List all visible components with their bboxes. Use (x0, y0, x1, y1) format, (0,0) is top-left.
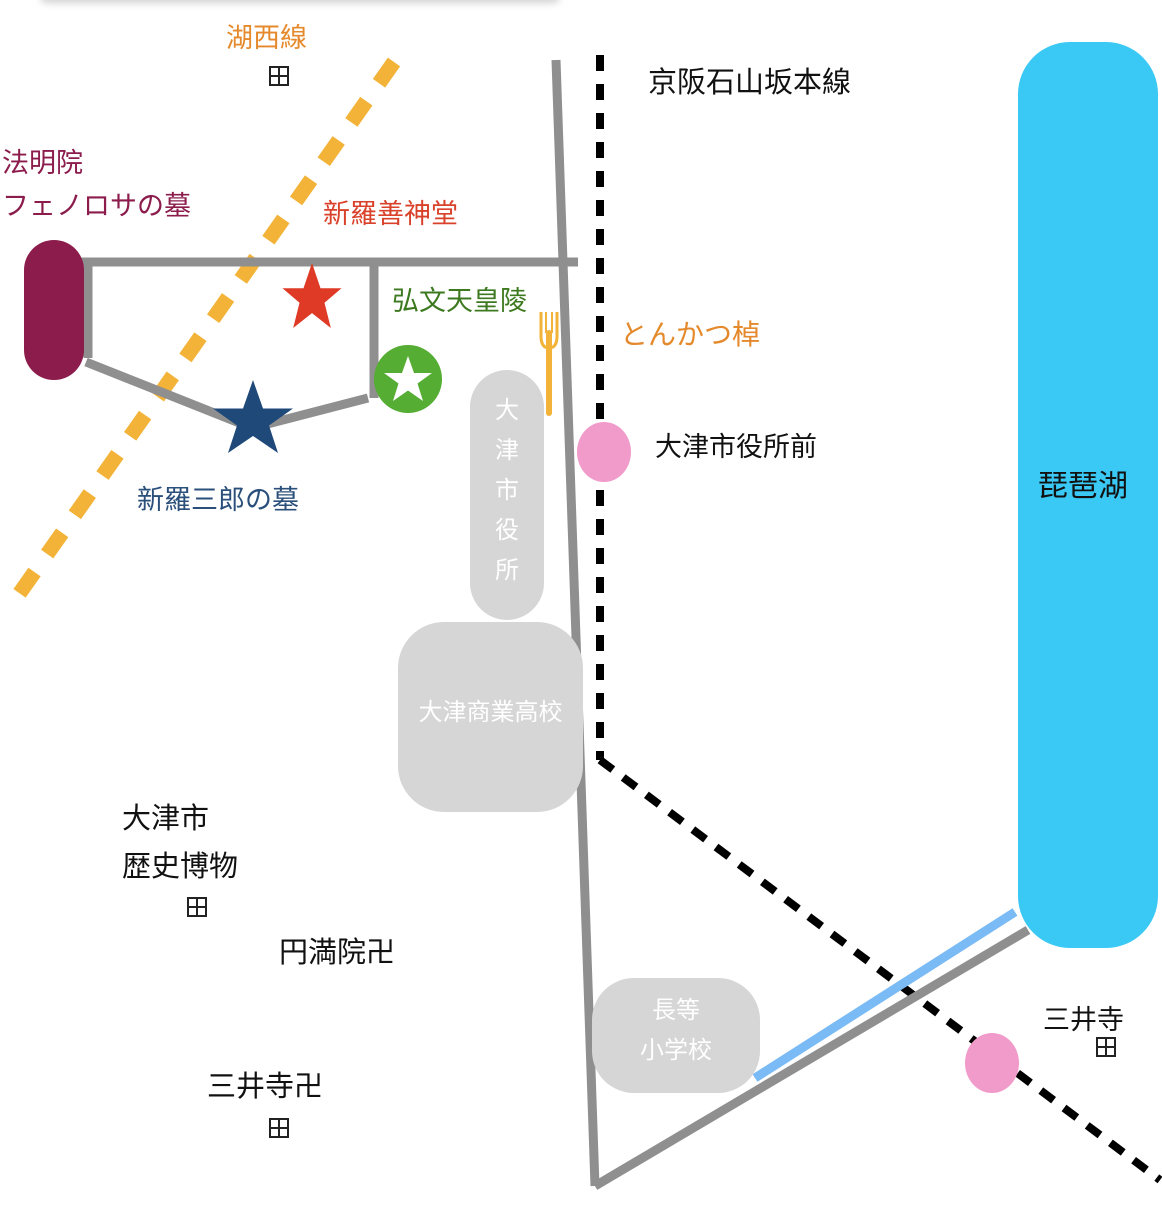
keihan-line-label: 京阪石山坂本線 (648, 65, 852, 99)
south-road (592, 926, 1031, 1190)
otsu-shiyakusho-mae-label: 大津市役所前 (655, 432, 817, 463)
otsu-city-hall-char: 大 (495, 396, 519, 424)
otsu-city-hall-char: 役 (495, 516, 519, 544)
otsu-museum-label-line1: 大津市 (122, 801, 210, 835)
main-road (551, 59, 600, 1187)
circle-star-icon (374, 345, 442, 413)
miidera-station-label: 三井寺 (1043, 1005, 1124, 1036)
otsu-city-hall-char: 津 (495, 436, 519, 464)
nagara-elementary-label-line2: 小学校 (640, 1036, 712, 1064)
kosei-line-label: 湖西線 (226, 23, 307, 54)
shinra-zenshindo-label: 新羅善神堂 (323, 199, 458, 230)
temple-icon (1096, 1037, 1116, 1057)
kobun-tenno-ryo-label: 弘文天皇陵 (392, 286, 527, 317)
otsu-museum-label-line2: 歴史博物 (122, 849, 239, 883)
nagara-elementary-label-line1: 長等 (652, 996, 700, 1024)
miidera-temple-label: 三井寺卍 (207, 1069, 324, 1103)
keihan-line-diagonal (597, 756, 1162, 1184)
fork-icon (539, 312, 559, 416)
star-icon (282, 263, 342, 328)
kosei-line (5, 57, 401, 609)
museum-icon (187, 897, 207, 917)
fenollosa-grave-label: フェノロサの墓 (2, 191, 191, 222)
biwako-label: 琵琶湖 (1038, 469, 1128, 504)
station-miidera (965, 1033, 1019, 1093)
tonkatsu-label: とんかつ棹 (620, 318, 761, 351)
homyoin-label: 法明院 (2, 148, 83, 179)
otsu-city-hall-char: 所 (495, 556, 519, 584)
temple-icon (269, 66, 289, 86)
nagara-elementary (592, 978, 760, 1093)
homyoin-marker (24, 240, 84, 380)
temple-icon (269, 1118, 289, 1138)
otsu-commercial-high-label: 大津商業高校 (418, 698, 563, 726)
shinra-saburo-grave-label: 新羅三郎の墓 (137, 485, 299, 516)
otsu-city-hall (470, 370, 544, 620)
station-otsu-shiyakusho-mae (577, 422, 631, 482)
star-icon (213, 380, 293, 453)
otsu-city-hall-label: 大 津 市 役 所 (487, 390, 527, 590)
canal (752, 908, 1018, 1082)
enmanin-label: 円満院卍 (279, 935, 396, 969)
otsu-city-hall-char: 市 (495, 476, 519, 504)
lake-biwa (1018, 42, 1158, 948)
otsu-commercial-high (398, 622, 583, 812)
